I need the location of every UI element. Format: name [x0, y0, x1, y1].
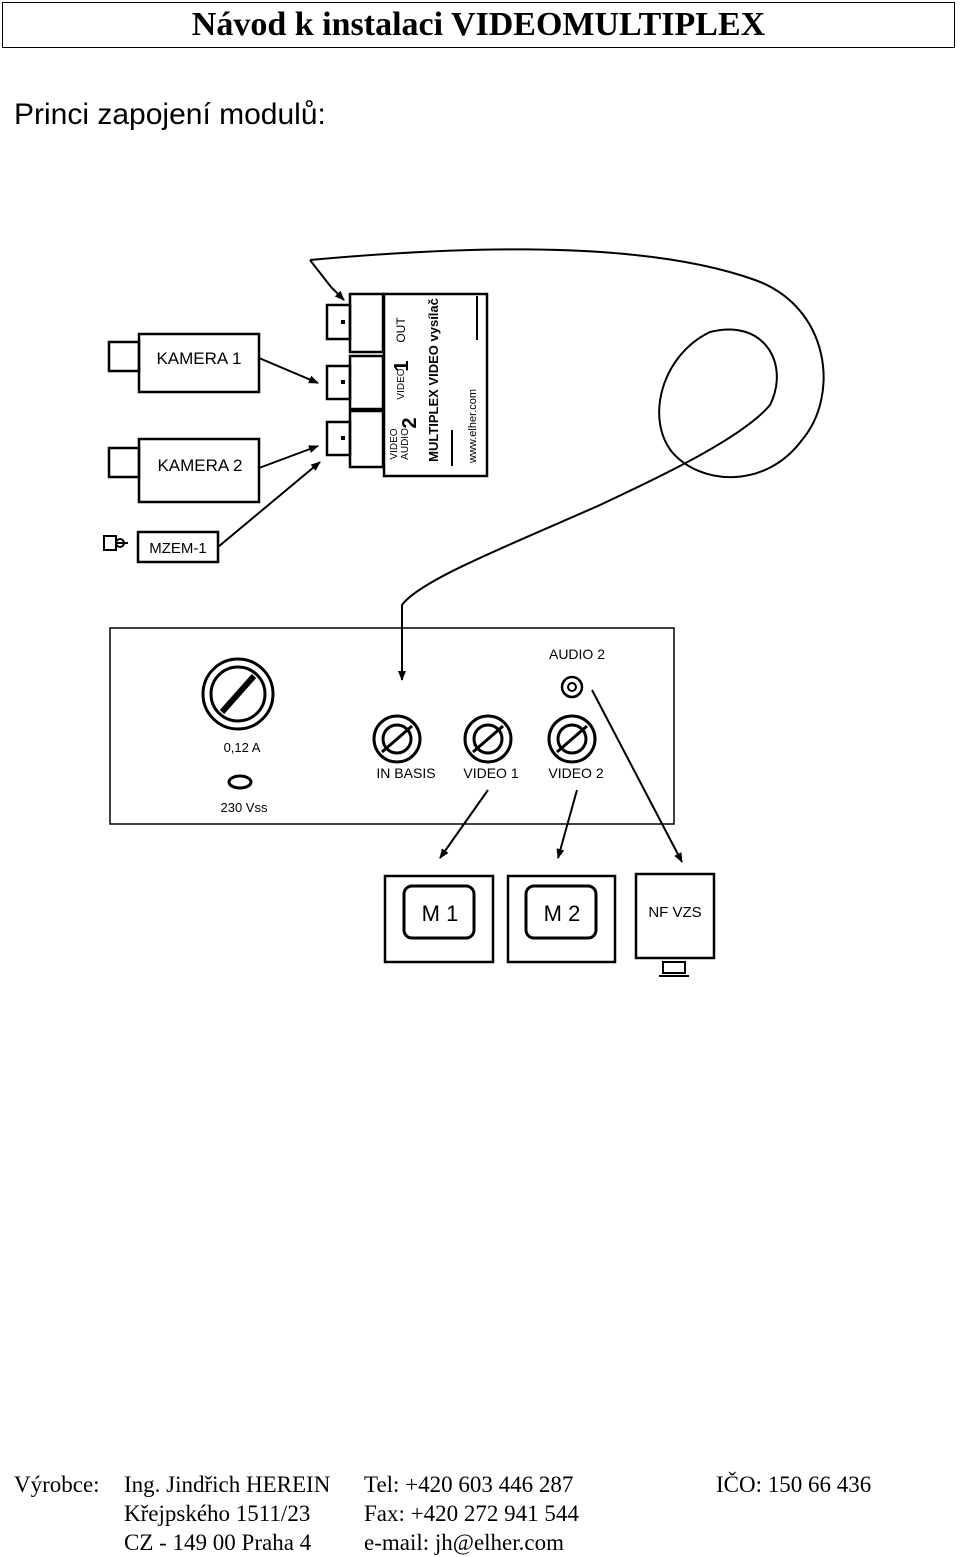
bnc-video1-icon: [463, 714, 513, 764]
camera-1: KAMERA 1: [107, 332, 261, 394]
out-label: OUT: [394, 317, 408, 343]
monitor-1: M 1: [383, 874, 495, 964]
power-label: 230 Vss: [221, 800, 268, 815]
mzem-cable: [217, 461, 321, 548]
section-heading: Princi zapojení modulů:: [14, 98, 326, 131]
phone: Tel: +420 603 446 287: [364, 1472, 574, 1497]
video-audio-label-b: AUDIO: [400, 428, 411, 460]
video2-cable: [556, 789, 578, 859]
manufacturer-label: Výrobce:: [14, 1472, 100, 1497]
fuse-label: 0,12 A: [224, 740, 261, 755]
video-label: VIDEO: [396, 368, 407, 399]
fax: Fax: +420 272 941 544: [364, 1501, 579, 1526]
video-audio-label-a: VIDEO: [389, 428, 400, 459]
mzem-label: MZEM-1: [149, 540, 207, 557]
video2-label: VIDEO 2: [548, 765, 603, 781]
transmitter: OUT VIDEO 1 VIDEO AUDIO 2 MULTIPLEX VIDE…: [382, 292, 489, 478]
bnc-in-basis-icon: [372, 714, 422, 764]
footer: Výrobce: Ing. Jindřich HEREIN Tel: +420 …: [14, 1470, 954, 1557]
cable-loop: [309, 248, 825, 681]
in-basis-label: IN BASIS: [376, 765, 435, 781]
street-address: Křejpského 1511/23: [124, 1501, 311, 1526]
monitor-1-label: M 1: [422, 901, 459, 926]
camera-2: KAMERA 2: [107, 437, 261, 504]
monitor-2: M 2: [506, 874, 617, 964]
transmitter-name: MULTIPLEX VIDEO vysílač: [426, 298, 441, 462]
fuse-holder-icon: [201, 657, 275, 731]
audio2-cable: [591, 689, 683, 863]
video1-cable: [439, 789, 489, 859]
camera-1-label: KAMERA 1: [156, 349, 241, 368]
monitor-2-label: M 2: [544, 901, 581, 926]
camera-1-cable: [258, 357, 319, 384]
input-2-number: 2: [399, 417, 421, 428]
audio2-jack-icon: [560, 675, 584, 699]
camera-2-cable: [258, 445, 319, 469]
video1-label: VIDEO 1: [463, 765, 518, 781]
camera-2-label: KAMERA 2: [157, 456, 242, 475]
input-1-number: 1: [391, 360, 413, 371]
manufacturer-name: Ing. Jindřich HEREIN: [124, 1472, 331, 1497]
nf-vzs-amplifier: NF VZS: [634, 872, 716, 977]
company-id: IČO: 150 66 436: [716, 1472, 872, 1497]
mzem-module: MZEM-1: [103, 530, 220, 564]
wiring-diagram: KAMERA 1 KAMERA 2 MZEM-1 OUT VIDEO 1 VID…: [103, 248, 825, 977]
city-address: CZ - 149 00 Praha 4: [124, 1530, 312, 1555]
audio2-label: AUDIO 2: [549, 646, 605, 662]
nf-vzs-label: NF VZS: [648, 904, 701, 921]
receiver-panel: 0,12 A 230 Vss AUDIO 2 IN BASIS VIDEO 1 …: [109, 627, 675, 825]
cable-to-output: [309, 259, 345, 301]
email: e-mail: jh@elher.com: [364, 1530, 565, 1555]
page-title: Návod k instalaci VIDEOMULTIPLEX: [2, 2, 955, 48]
power-inlet-icon: [227, 774, 253, 790]
transmitter-connectors: [325, 292, 385, 469]
bnc-video2-icon: [547, 714, 597, 764]
transmitter-url: www.elher.com: [467, 389, 479, 464]
